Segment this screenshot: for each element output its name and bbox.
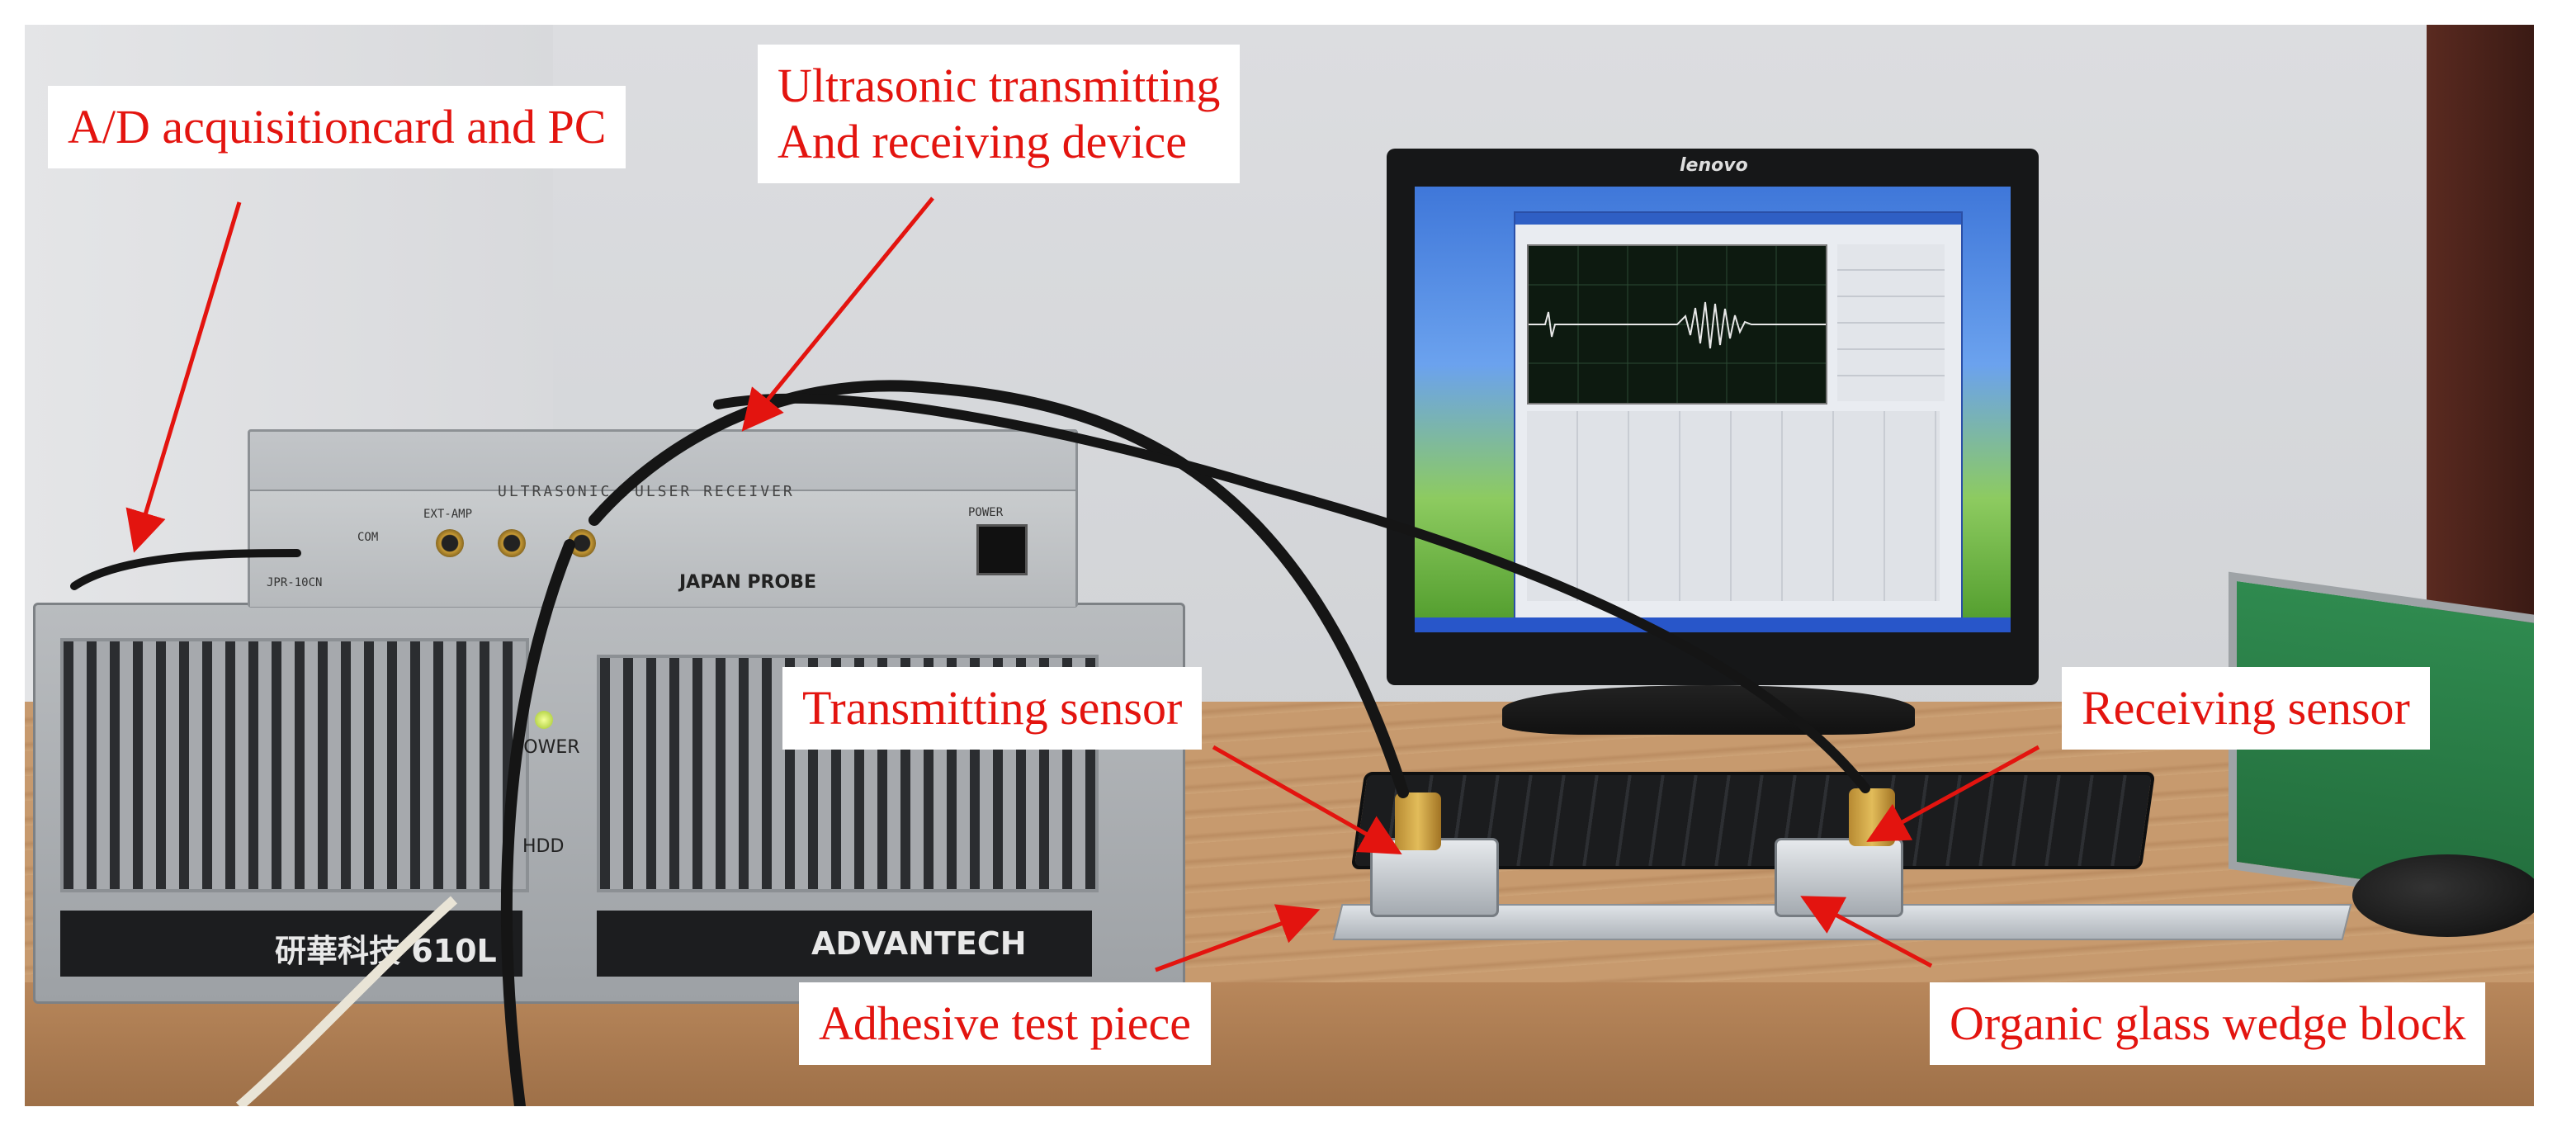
pc-brand-band-left — [60, 911, 522, 977]
monitor-stand — [1502, 685, 1915, 735]
arrow-ultrasonic-device — [741, 196, 934, 432]
cable-to-floor — [500, 539, 575, 1106]
receiver-com-label: COM — [357, 531, 379, 544]
receiver-title: ULTRASONIC PULSER RECEIVER — [498, 483, 795, 500]
receiver-power-label: POWER — [968, 506, 1004, 519]
receive-cable — [713, 393, 1870, 793]
taskbar — [1415, 617, 2011, 632]
receiver-power-switch — [976, 524, 1028, 575]
power-led — [535, 711, 553, 729]
door — [2427, 25, 2534, 710]
transmit-connector — [498, 529, 526, 557]
receiver-model-label: JPR-10CN — [267, 576, 323, 589]
parameter-control-panel — [1527, 411, 1940, 601]
transmitting-sensor-wedge — [1370, 838, 1499, 917]
arrow-transmitting-sensor — [1212, 745, 1402, 854]
label-adhesive-test-piece: Adhesive test piece — [799, 982, 1211, 1065]
usb-cable — [236, 896, 458, 1106]
waveform-display — [1527, 244, 1827, 405]
pc-cable — [70, 549, 301, 590]
acquisition-software-window — [1514, 211, 1963, 619]
waveform-trace — [1529, 301, 1826, 349]
mouse — [2352, 854, 2534, 937]
arrow-ad-card-pc — [125, 201, 242, 553]
monitor-screen — [1415, 187, 2011, 632]
pc-vent-left — [60, 638, 529, 892]
receiving-sensor-wedge — [1775, 838, 1903, 917]
receiver-ext-amp-label: EXT-AMP — [423, 508, 473, 521]
label-wedge-block: Organic glass wedge block — [1930, 982, 2486, 1065]
pulser-receiver: ULTRASONIC PULSER RECEIVER COM EXT-AMP J… — [248, 429, 1078, 608]
transmit-cable — [588, 380, 1409, 798]
window-title-bar — [1515, 213, 1961, 225]
arrow-adhesive-test-piece — [1155, 904, 1321, 972]
waveform-plot — [1529, 246, 1826, 403]
pc-case: POWER HDD 研華科技 610L ADVANTECH — [33, 603, 1185, 1004]
monitor: lenovo — [1387, 149, 2039, 685]
receiver-maker: JAPAN PROBE — [679, 572, 816, 593]
cables — [70, 380, 1870, 1106]
ext-amp-connector — [436, 529, 464, 557]
receiver-front-panel — [250, 490, 1075, 607]
arrow-wedge-block — [1800, 896, 1933, 968]
transmitting-sensor-body — [1395, 792, 1441, 850]
arrow-receiving-sensor — [1866, 745, 2040, 842]
pc-brand-right: ADVANTECH — [811, 925, 1027, 962]
label-transmitting-sensor: Transmitting sensor — [782, 667, 1203, 750]
side-control-panel — [1837, 244, 1945, 401]
monitor-brand: lenovo — [1680, 155, 1748, 176]
pc-brand-band-right — [597, 911, 1092, 977]
label-ad-card-pc: A/D acquisitioncard and PC — [48, 86, 626, 168]
label-receiving-sensor: Receiving sensor — [2062, 667, 2430, 750]
pc-hdd-label: HDD — [522, 836, 565, 857]
label-ultrasonic-device: Ultrasonic transmitting And receiving de… — [758, 45, 1241, 183]
